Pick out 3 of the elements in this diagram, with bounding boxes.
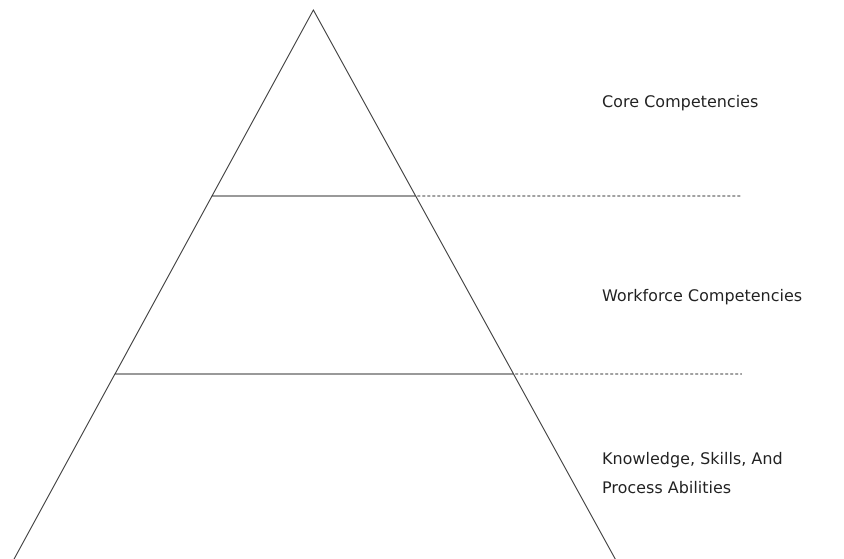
tier-label: Workforce Competencies [602,285,804,307]
tier-label: Knowledge, Skills, And Process Abilities [602,448,784,499]
tier-label: Core Competencies [602,91,760,113]
